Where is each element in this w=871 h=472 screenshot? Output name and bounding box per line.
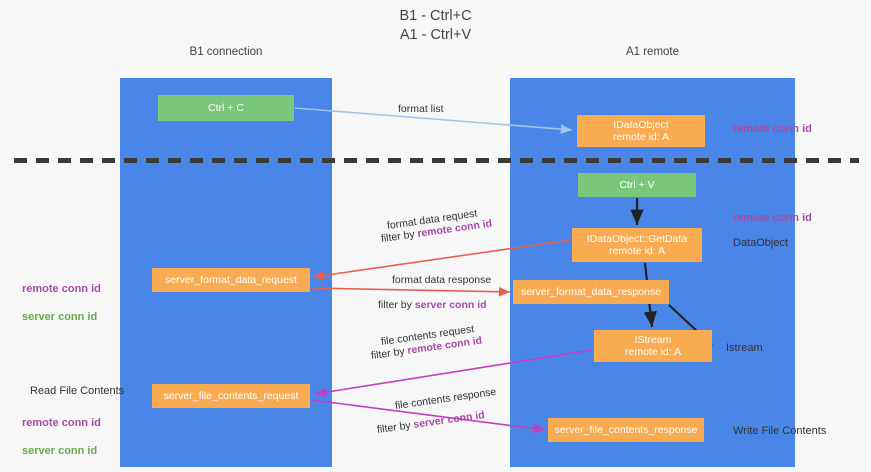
lane-header-b1: B1 connection [189,46,263,58]
arrow-label-filter-server-conn-id-1: filter by server conn id [378,299,487,312]
arrow-format-list [294,107,573,134]
label-dataobject: DataObject [733,237,789,249]
phase-divider [14,158,859,163]
label-left-conn-ids-bottom: remote conn id server conn id [22,402,101,472]
arrow-label-format-list: format list [398,103,444,115]
box-server-format-data-request[interactable]: server_format_data_request [152,268,310,292]
label-server-conn-id-left-2: server conn id [22,445,98,457]
label-left-conn-ids-top: remote conn id server conn id [22,268,101,338]
label-remote-conn-id-top: remote conn id [733,123,812,135]
box-idataobject-getdata[interactable]: IDataObject::GetData remote id: A [572,228,702,262]
arrow-file-contents-request [314,349,593,397]
box-server-format-data-response[interactable]: server_format_data_response [513,280,669,304]
label-istream: Istream [726,342,763,354]
page-title: B1 - Ctrl+C A1 - Ctrl+V [399,8,472,43]
label-read-file-contents: Read File Contents [30,385,125,397]
lane-header-a1: A1 remote [625,46,680,58]
box-ctrl-c[interactable]: Ctrl + C [158,95,294,121]
label-remote-conn-id-left-2: remote conn id [22,417,101,429]
label-write-file-contents: Write File Contents [733,425,827,437]
box-ctrl-v[interactable]: Ctrl + V [578,173,696,197]
arrow-format-data-response [311,286,511,297]
box-server-file-contents-request[interactable]: server_file_contents_request [152,384,310,408]
label-server-conn-id-left-1: server conn id [22,311,98,323]
box-istream[interactable]: IStream remote id: A [594,330,712,362]
label-remote-conn-id-mid: remote conn id [733,212,812,224]
filter-value-2: server conn id [414,299,487,311]
filter-prefix-2: filter by [378,299,415,311]
arrow-file-contents-response [311,399,546,434]
box-idataobject[interactable]: IDataObject remote id: A [577,115,705,147]
box-server-file-contents-response[interactable]: server_file_contents_response [548,418,704,442]
arrow-format-data-request [312,239,571,281]
arrow-label-format-data-response: format data response [392,274,492,286]
label-remote-conn-id-left-1: remote conn id [22,283,101,295]
